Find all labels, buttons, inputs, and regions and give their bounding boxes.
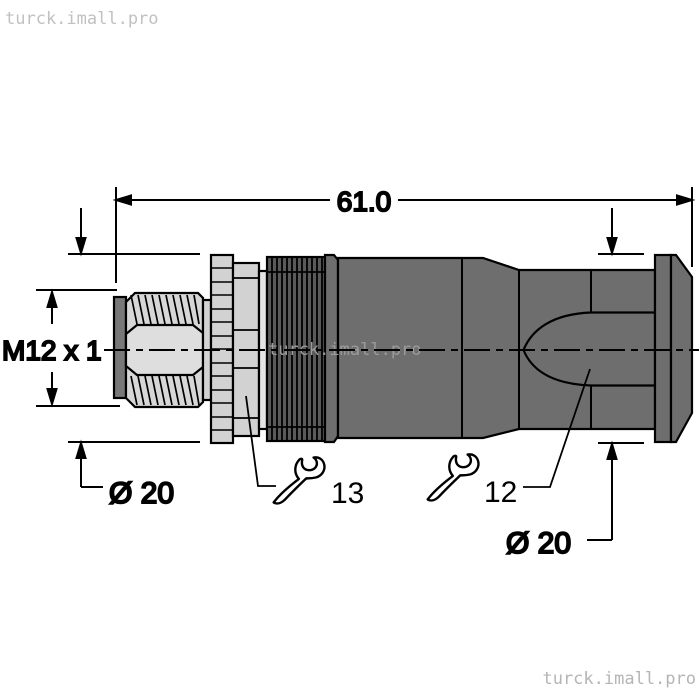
rear-diameter-label: Ø 20 [506, 527, 571, 560]
wrench-icon [426, 453, 480, 502]
hex-nut-facet-lines [233, 277, 259, 419]
wrench-13-leader-line [245, 395, 276, 487]
wrench-12-leader-line [523, 368, 591, 488]
dimension-rear-diameter: Ø 20 [505, 208, 644, 561]
rear-flange-bar [653, 253, 673, 444]
thread-hatch-top [130, 294, 200, 325]
wrench-rear-callout: 12 [426, 368, 591, 509]
watermark-bottom-right: turck.imall.pro [542, 669, 696, 689]
dimension-thread: M12 x 1 [1, 288, 120, 408]
rear-end-cap [669, 253, 694, 444]
front-diameter-label: Ø 20 [109, 477, 174, 510]
connector-face [112, 295, 128, 400]
overall-length-label: 61.0 [337, 186, 392, 217]
thread-hatch-bottom [130, 375, 200, 406]
wrench-front-callout: 13 [245, 395, 364, 510]
thread-spec-label: M12 x 1 [2, 335, 102, 366]
front-wrench-size-label: 13 [331, 477, 364, 510]
rear-wrench-size-label: 12 [484, 476, 517, 509]
dimension-overall-length: 61.0 [112, 185, 696, 283]
coupling-knurl-facets [211, 267, 233, 431]
dimension-front-diameter: Ø 20 [68, 208, 200, 511]
wrench-icon [272, 456, 326, 505]
watermark-top-left: turck.imall.pro [5, 9, 159, 29]
